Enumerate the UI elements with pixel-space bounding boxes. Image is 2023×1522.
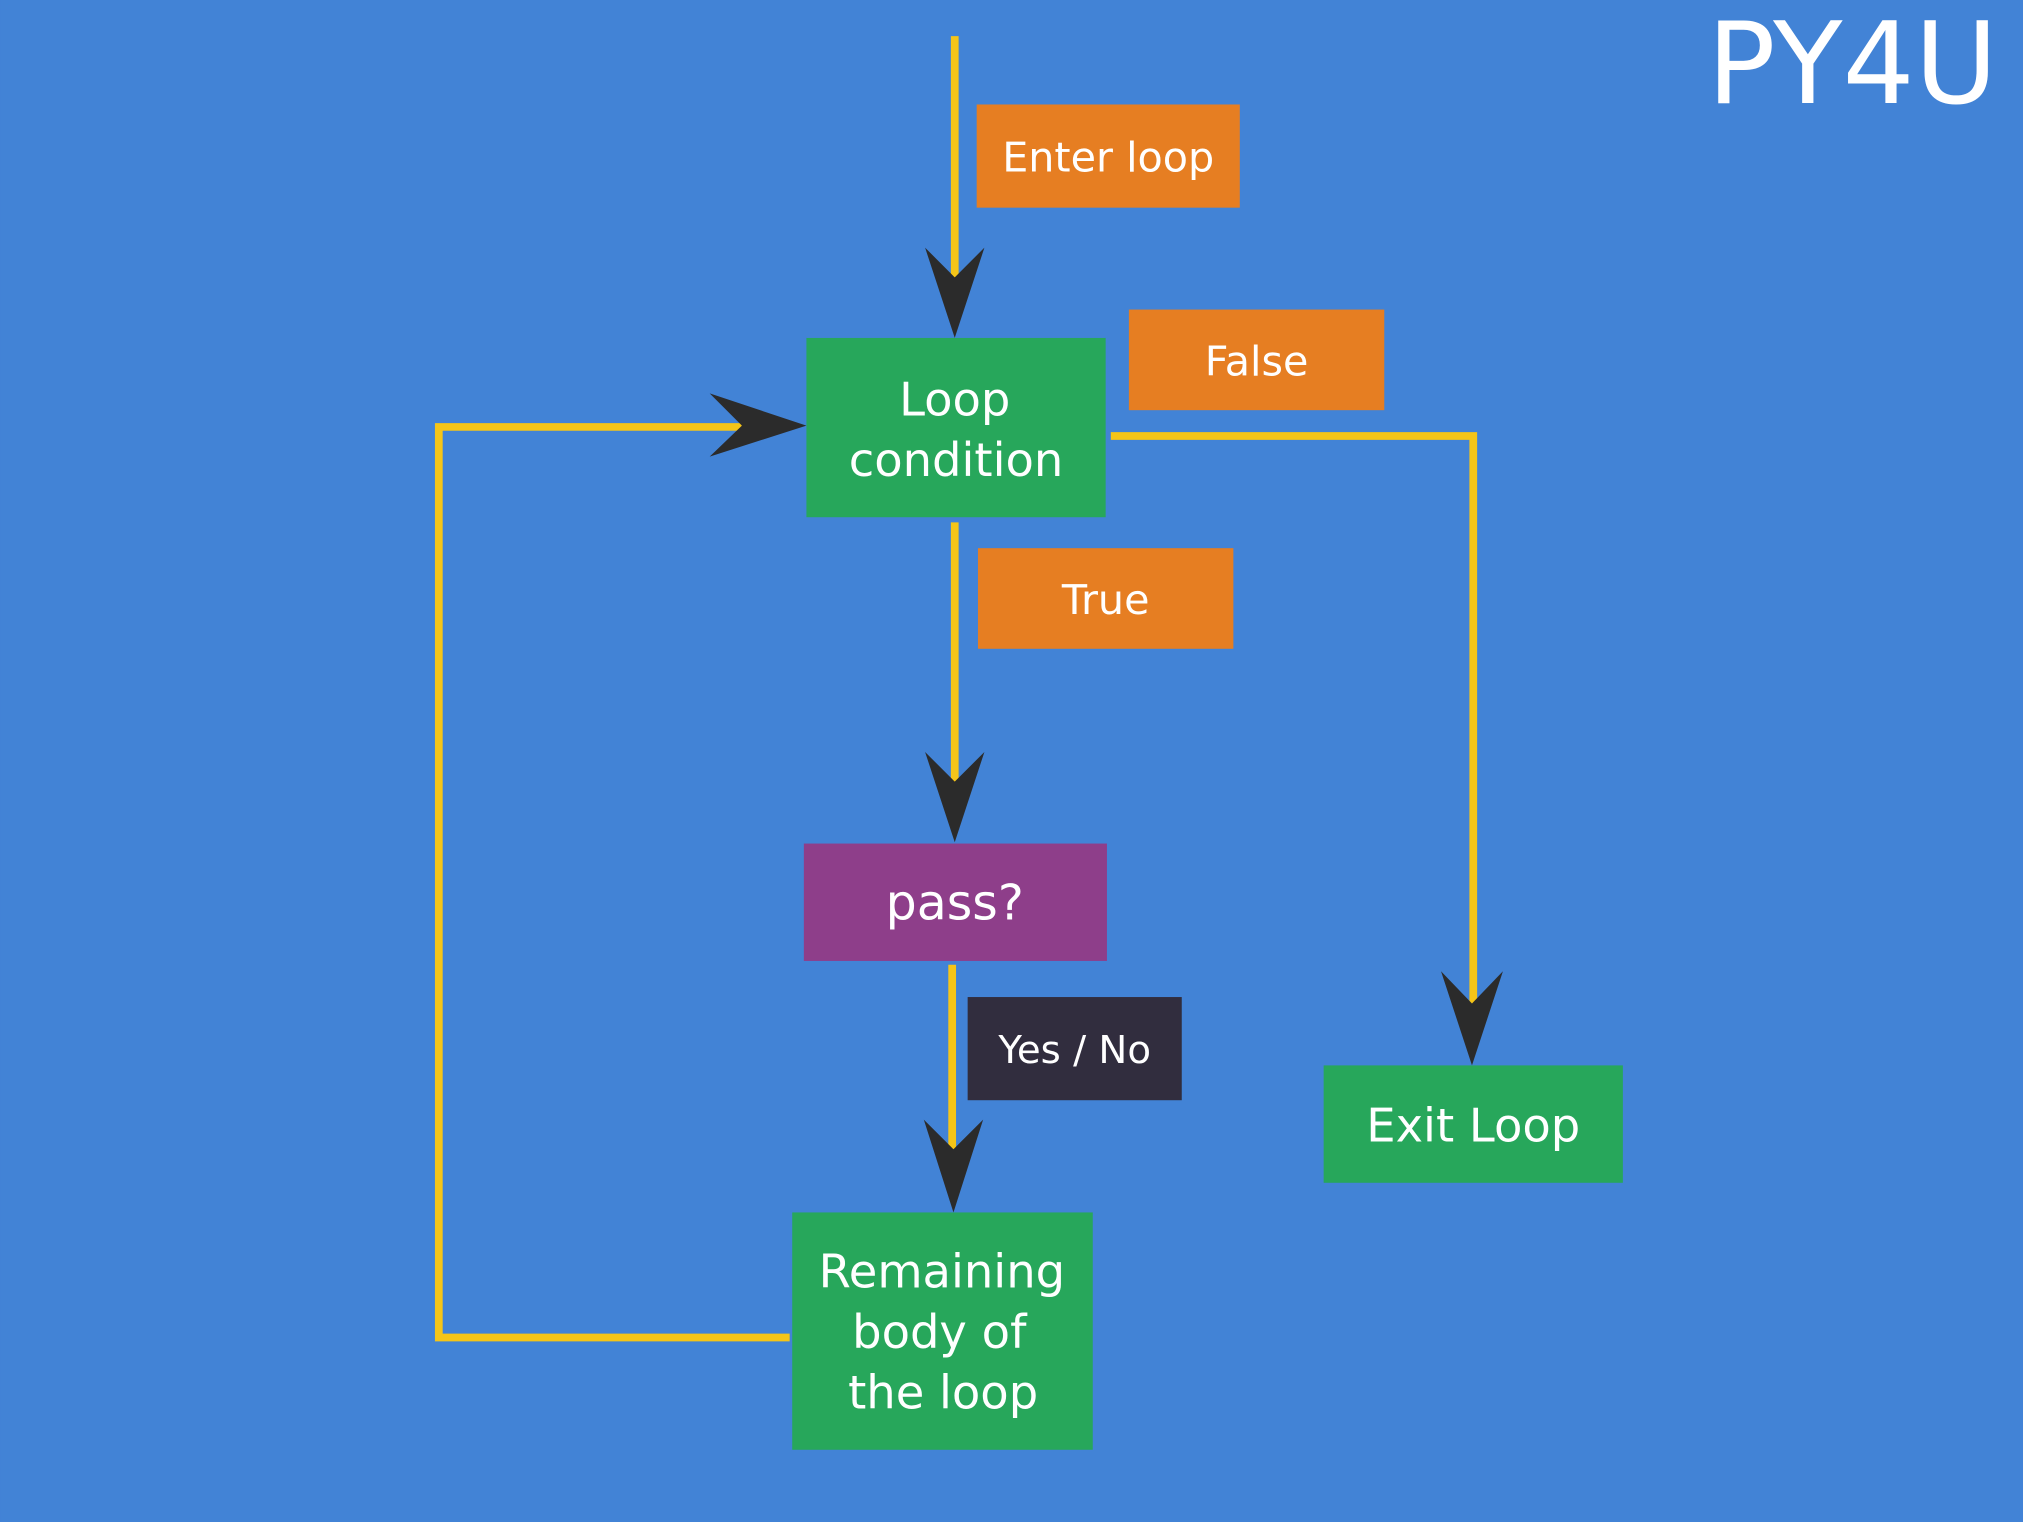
svg-text:the loop: the loop (848, 1365, 1038, 1419)
svg-text:True: True (1061, 576, 1150, 624)
svg-text:Exit Loop: Exit Loop (1366, 1098, 1580, 1152)
node-exit-loop: Exit Loop (1323, 1065, 1623, 1183)
arrowhead-right-icon (709, 393, 807, 457)
label-false: False (1128, 309, 1385, 411)
svg-text:Enter loop: Enter loop (1002, 134, 1214, 182)
svg-text:Loop: Loop (899, 372, 1010, 426)
arrowhead-down-icon (923, 1119, 984, 1213)
false-connector (1110, 432, 1478, 1007)
label-enter-loop: Enter loop (976, 104, 1240, 208)
arrowhead-down-icon (925, 247, 985, 338)
node-pass-decision: pass? (803, 843, 1107, 961)
brand-logo: PY4U (1707, 0, 1998, 130)
label-true: True (977, 548, 1234, 649)
label-yes-no: Yes / No (967, 997, 1182, 1101)
svg-text:pass?: pass? (886, 875, 1024, 932)
node-loop-condition: Loop condition (806, 337, 1106, 518)
svg-text:body of: body of (852, 1305, 1028, 1359)
arrowhead-down-icon (1441, 971, 1503, 1066)
svg-text:condition: condition (849, 433, 1064, 487)
loop-back-connector (434, 423, 790, 1342)
svg-text:False: False (1205, 337, 1309, 385)
svg-text:Yes / No: Yes / No (997, 1028, 1151, 1073)
svg-text:Remaining: Remaining (819, 1244, 1066, 1298)
arrowhead-down-icon (925, 751, 985, 843)
node-remaining-body: Remaining body of the loop (792, 1212, 1093, 1450)
